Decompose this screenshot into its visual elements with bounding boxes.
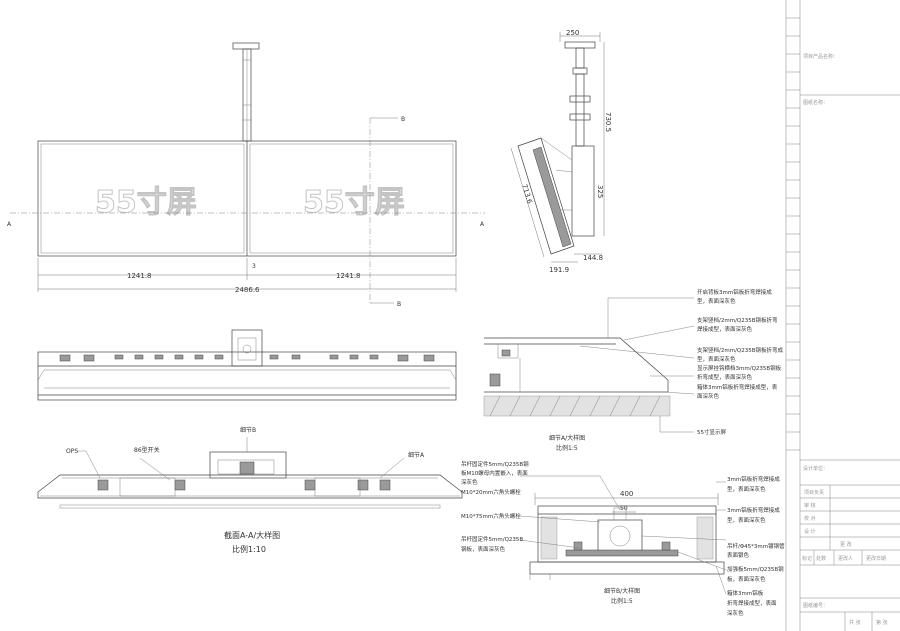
label-switch: 86型开关: [134, 446, 160, 454]
front-view: 55寸屏 55寸屏 A A B B 1241.8 1241.8 2486.6 3: [7, 42, 485, 308]
revision-label: 更 改: [840, 541, 852, 548]
detail-a-scale: 比例1:5: [556, 444, 578, 452]
revision-col: 更改人: [838, 555, 853, 562]
dim-side-diag: 713.6: [520, 183, 534, 205]
label-ops: OPS: [66, 448, 78, 455]
plan-view: [37, 329, 457, 401]
design-unit-label: 设计单位：: [803, 465, 828, 472]
detail-a: 细节A/大样图 比例1:5 开启背板3mm铝板折弯焊接成 型，表面深灰色 支架竖…: [483, 288, 784, 452]
title-block: 项目产品名称： 图纸名称： 设计单位： 项目负责 审 核 校 对 设 计 更 改…: [785, 0, 900, 631]
section-mark-a-left: A: [7, 221, 12, 228]
title-row: 审 核: [804, 502, 816, 509]
detail-b-left-note: 吊杆固定件5mm/Q235B: [461, 535, 523, 543]
label-detail-a: 细节A: [408, 451, 425, 459]
section-mark-b-top: B: [401, 116, 405, 123]
dim-detail-b-width: 400: [620, 490, 633, 498]
detail-b: 400 50 吊杆固定件5mm/Q235B钢 板M10螺母内置嵌入，表面 深灰色: [461, 460, 785, 617]
revision-col: 处数: [816, 555, 826, 562]
detail-a-note: 面深灰色: [697, 392, 720, 400]
section-mark-a-right: A: [480, 221, 485, 228]
detail-b-right-note: 板，表面深灰色: [727, 575, 766, 583]
detail-b-right-note: 吊杆/Φ45*3mm镀钢管: [727, 542, 785, 550]
detail-b-right-note: 3mm铝板折弯焊接成: [727, 506, 780, 514]
section-scale: 比例1:10: [232, 544, 266, 554]
dim-side-depth: 191.9: [549, 266, 569, 274]
dim-side-top-width: 250: [566, 29, 579, 37]
detail-a-title: 细节A/大样图: [549, 434, 585, 442]
screen-right: [249, 143, 454, 254]
detail-a-note: 开启背板3mm铝板折弯焊接成: [697, 288, 772, 296]
footer-cell: 第 张: [876, 619, 888, 626]
title-row: 设 计: [804, 528, 816, 535]
dim-side-drop: 730.5: [604, 112, 612, 132]
detail-b-left-note: M10*20mm六角头螺栓: [461, 488, 521, 496]
detail-b-right-note: 型，表面深灰色: [727, 485, 766, 493]
dim-half-right: 1241.8: [336, 272, 361, 280]
detail-b-title: 细节B/大样图: [604, 587, 640, 595]
revision-col: 更改日期: [866, 555, 886, 562]
dim-gap: 3: [252, 263, 256, 270]
detail-a-note: 支架竖档/2mm/Q235B钢板折弯: [697, 316, 778, 324]
dim-half-left: 1241.8: [127, 272, 152, 280]
detail-b-right-note: 表面银色: [727, 551, 750, 559]
dim-side-offset: 144.8: [583, 254, 603, 262]
detail-b-right-note: 型，表面深灰色: [727, 516, 766, 524]
screen-left: [40, 143, 245, 254]
detail-b-scale: 比例1:5: [611, 597, 633, 605]
dim-detail-b-center: 50: [620, 505, 628, 512]
footer-cell: 共 张: [849, 619, 861, 626]
detail-a-note: 型，表面深灰色: [697, 297, 736, 305]
side-view: 250 730.5 325 713.6 191.9 144.8: [510, 29, 612, 274]
detail-a-note: 折弯成型，表面深灰色: [697, 373, 753, 381]
plan-bracket: [231, 329, 263, 367]
ceiling-plate: [232, 42, 260, 50]
ghost-text-left: 55寸屏: [95, 185, 197, 220]
detail-b-right-note: 箱体3mm铝板: [727, 589, 764, 597]
detail-a-note: 箱体3mm铝板折弯焊接成型，表: [697, 383, 778, 391]
detail-b-left-note: M10*75mm六角头螺栓: [461, 512, 521, 520]
detail-b-right-note: 3mm铝板折弯焊接成: [727, 475, 780, 483]
label-detail-b: 细节B: [240, 426, 256, 434]
detail-b-left-note: 板M10螺母内置嵌入，表面: [461, 469, 528, 477]
detail-a-note: 显示屏挂钩横档3mm/Q235B钢板: [697, 364, 782, 372]
detail-b-left-note: 吊杆固定件5mm/Q235B钢: [461, 460, 529, 468]
detail-a-note: 型，表面深灰色: [697, 355, 736, 363]
detail-b-left-note: 深灰色: [461, 478, 478, 486]
title-row: 项目负责: [804, 489, 824, 496]
project-name-label: 项目产品名称：: [803, 53, 838, 60]
dim-total-width: 2486.6: [235, 286, 260, 294]
detail-b-right-note: 加强板5mm/Q235B钢: [727, 565, 784, 573]
detail-a-note: 支架竖档/2mm/Q235B钢板折弯成: [697, 346, 784, 354]
dim-side-box: 325: [596, 185, 604, 198]
section-aa: OPS 86型开关 细节B 细节A 截面A-A/大样图 比例1:10: [37, 426, 463, 554]
ghost-text-right: 55寸屏: [303, 185, 405, 220]
detail-b-right-note: 折弯焊接成型，表面: [727, 599, 777, 607]
revision-col: 标记: [802, 555, 812, 562]
detail-b-left-note: 钢板，表面深灰色: [461, 545, 506, 553]
detail-a-note: 焊接成型，表面深灰色: [697, 325, 753, 333]
detail-b-right-note: 深灰色: [727, 609, 744, 617]
drawing-no-label: 图纸编号：: [803, 602, 828, 609]
section-title: 截面A-A/大样图: [224, 530, 280, 540]
section-mark-b-bottom: B: [397, 301, 401, 308]
drawing-name-label: 图纸名称：: [803, 99, 828, 106]
title-row: 校 对: [804, 515, 816, 522]
detail-a-note: 55寸显示屏: [697, 428, 726, 436]
